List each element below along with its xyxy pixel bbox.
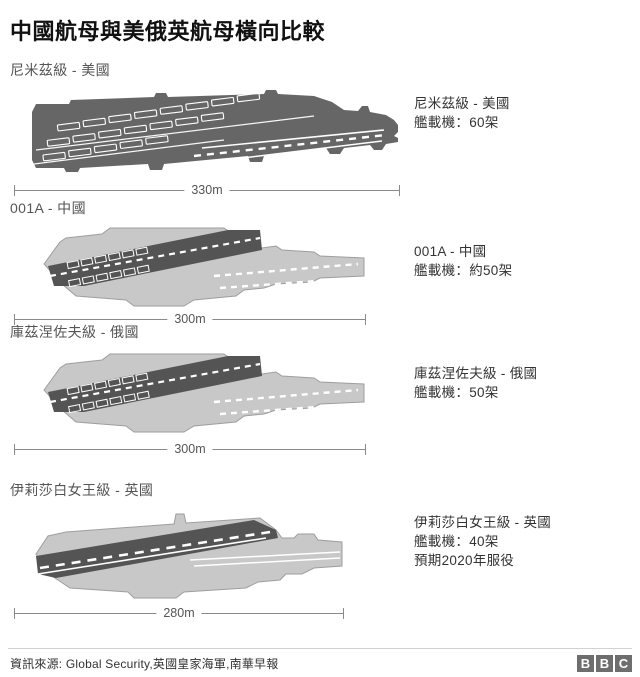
dimension-value: 300m bbox=[167, 311, 213, 328]
ship-info-line: 艦載機：約50架 bbox=[414, 263, 513, 278]
ship-info-line: 艦載機：40架 bbox=[414, 534, 499, 549]
dimension-cap-left bbox=[14, 314, 15, 325]
dimension-line-kuznetsov: 300m bbox=[14, 441, 366, 459]
source-credit: 資訊來源: Global Security,英國皇家海軍,南華早報 bbox=[10, 657, 279, 671]
dimension-cap-right bbox=[365, 314, 366, 325]
dimension-cap-left bbox=[14, 608, 15, 619]
ship-illustration-queen-elizabeth bbox=[14, 508, 344, 600]
dimension-cap-right bbox=[365, 444, 366, 455]
ship-info-001a: 001A - 中國 艦載機：約50架 bbox=[414, 242, 512, 280]
ship-heading: 尼米茲級 - 美國 bbox=[10, 62, 111, 78]
footer-divider bbox=[8, 648, 632, 649]
ship-heading: 伊莉莎白女王級 - 英國 bbox=[10, 482, 154, 498]
ship-info-line: 艦載機：50架 bbox=[414, 385, 499, 400]
dimension-cap-right bbox=[399, 185, 400, 196]
bbc-logo-letter: B bbox=[596, 655, 613, 672]
dimension-line-queen-elizabeth: 280m bbox=[14, 605, 344, 623]
ship-info-nimitz: 尼米茲級 - 美國 艦載機：60架 bbox=[414, 94, 510, 132]
dimension-cap-right bbox=[343, 608, 344, 619]
dimension-cap-left bbox=[14, 185, 15, 196]
dimension-value: 330m bbox=[184, 182, 230, 199]
ship-illustration-kuznetsov bbox=[14, 346, 366, 438]
ship-heading: 001A - 中國 bbox=[10, 200, 86, 216]
ship-info-line: 艦載機：60架 bbox=[414, 115, 499, 130]
page-title: 中國航母與美俄英航母橫向比較 bbox=[10, 19, 326, 44]
ship-info-kuznetsov: 庫茲涅佐夫級 - 俄國 艦載機：50架 bbox=[414, 364, 537, 402]
dimension-value: 300m bbox=[167, 441, 213, 458]
bbc-logo: B B C bbox=[577, 655, 632, 672]
dimension-value: 280m bbox=[156, 605, 202, 622]
ship-info-queen-elizabeth: 伊莉莎白女王級 - 英國 艦載機：40架 預期2020年服役 bbox=[414, 513, 551, 570]
ship-illustration-nimitz bbox=[14, 84, 400, 180]
ship-illustration-001a bbox=[14, 220, 366, 312]
dimension-line-001a: 300m bbox=[14, 311, 366, 329]
ship-info-line: 001A - 中國 bbox=[414, 244, 487, 259]
bbc-logo-letter: C bbox=[615, 655, 632, 672]
ship-info-line: 伊莉莎白女王級 - 英國 bbox=[414, 515, 552, 530]
bbc-logo-letter: B bbox=[577, 655, 594, 672]
ship-info-line: 尼米茲級 - 美國 bbox=[414, 96, 510, 111]
ship-info-line: 庫茲涅佐夫級 - 俄國 bbox=[414, 366, 538, 381]
dimension-line-nimitz: 330m bbox=[14, 182, 400, 200]
ship-info-line: 預期2020年服役 bbox=[414, 553, 515, 568]
ship-heading: 庫茲涅佐夫級 - 俄國 bbox=[10, 324, 139, 340]
dimension-cap-left bbox=[14, 444, 15, 455]
